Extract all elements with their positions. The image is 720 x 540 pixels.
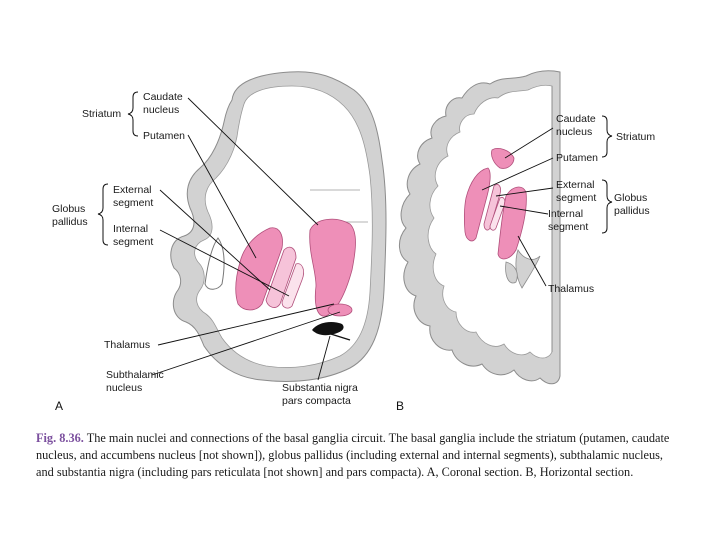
panel-b-thalamus bbox=[497, 186, 527, 260]
panel-a-caudate-leader bbox=[187, 97, 319, 226]
panel-a-label-internal-segment: segment bbox=[113, 236, 153, 248]
panel-b-caudate bbox=[491, 148, 515, 169]
panel-b-putamen bbox=[463, 167, 491, 242]
caption-text: The main nuclei and connections of the b… bbox=[36, 431, 670, 479]
panel-b-thalamus-leader bbox=[517, 235, 547, 287]
panel-a-subthalamic-leader bbox=[151, 311, 341, 376]
panel-a-label-nigra: Substantia nigra bbox=[282, 382, 358, 394]
panel-a-label-globus: Globus bbox=[52, 203, 85, 215]
panel-a-label-striatum: Striatum bbox=[82, 108, 121, 120]
panel-a-nigra-leader bbox=[317, 335, 331, 381]
panel-a-label-subthalamic: Subthalamic bbox=[106, 369, 164, 381]
panel-a-label-thalamus: Thalamus bbox=[104, 339, 150, 351]
panel-b-hippocampus bbox=[505, 261, 518, 284]
panel-b-external-leader bbox=[495, 187, 554, 197]
panel-a-coronal-section: Striatum Caudate nucleus Putamen Globus … bbox=[52, 71, 387, 413]
figure-caption: Fig. 8.36. The main nuclei and connectio… bbox=[36, 430, 676, 481]
panel-b-letter: B bbox=[396, 399, 404, 413]
panel-b-label-caudate: Caudate bbox=[556, 113, 596, 125]
panel-b-label-pallidus: pallidus bbox=[614, 205, 650, 217]
panel-b-caudate-leader bbox=[504, 127, 554, 159]
panel-a-caudate bbox=[309, 218, 356, 317]
basal-ganglia-figure: Striatum Caudate nucleus Putamen Globus … bbox=[52, 70, 655, 413]
panel-a-letter: A bbox=[55, 399, 63, 413]
panel-b-internal-leader bbox=[499, 205, 549, 215]
panel-b-label-caudate-nucleus: nucleus bbox=[556, 126, 592, 138]
panel-a-putamen-leader bbox=[187, 134, 257, 259]
panel-a-internal-leader bbox=[159, 229, 290, 297]
panel-b-label-internal: Internal bbox=[548, 208, 583, 220]
panel-a-gp-internal bbox=[281, 263, 304, 309]
panel-a-label-caudate: Caudate bbox=[143, 91, 183, 103]
panel-a-globus-brace bbox=[97, 183, 109, 246]
panel-a-label-caudate-2: nucleus bbox=[143, 104, 179, 116]
panel-b-striatum-brace bbox=[601, 115, 613, 158]
panel-b-label-external: External bbox=[556, 179, 595, 191]
panel-a-striatum-brace bbox=[127, 91, 139, 137]
panel-a-subthalamic bbox=[327, 303, 353, 317]
panel-b-label-striatum: Striatum bbox=[616, 131, 655, 143]
panel-b-label-internal-segment: segment bbox=[548, 221, 588, 233]
panel-a-substantia-nigra bbox=[312, 322, 344, 336]
panel-a-label-pallidus: pallidus bbox=[52, 216, 88, 228]
figure-number: Fig. 8.36. bbox=[36, 431, 84, 445]
panel-a-thalamus-leader bbox=[157, 303, 335, 346]
panel-a-label-pars-compacta: pars compacta bbox=[282, 395, 351, 407]
panel-a-putamen bbox=[235, 227, 283, 311]
panel-a-external-leader bbox=[159, 189, 271, 291]
panel-b-putamen-leader bbox=[481, 157, 554, 191]
panel-b-label-external-segment: segment bbox=[556, 192, 596, 204]
panel-a-label-external: External bbox=[113, 184, 152, 196]
panel-b-label-thalamus: Thalamus bbox=[548, 283, 594, 295]
panel-b-label-globus: Globus bbox=[614, 192, 647, 204]
panel-a-label-internal: Internal bbox=[113, 223, 148, 235]
panel-a-label-subthalamic-nucleus: nucleus bbox=[106, 382, 142, 394]
panel-b-label-putamen: Putamen bbox=[556, 152, 598, 164]
panel-a-nigra-tail bbox=[317, 329, 351, 341]
panel-a-label-external-segment: segment bbox=[113, 197, 153, 209]
panel-a-label-putamen: Putamen bbox=[143, 130, 185, 142]
panel-b-globus-brace bbox=[601, 179, 613, 234]
panel-b-horizontal-section: Caudate nucleus Striatum Putamen Externa… bbox=[396, 70, 655, 413]
panel-a-gp-external bbox=[265, 246, 297, 308]
